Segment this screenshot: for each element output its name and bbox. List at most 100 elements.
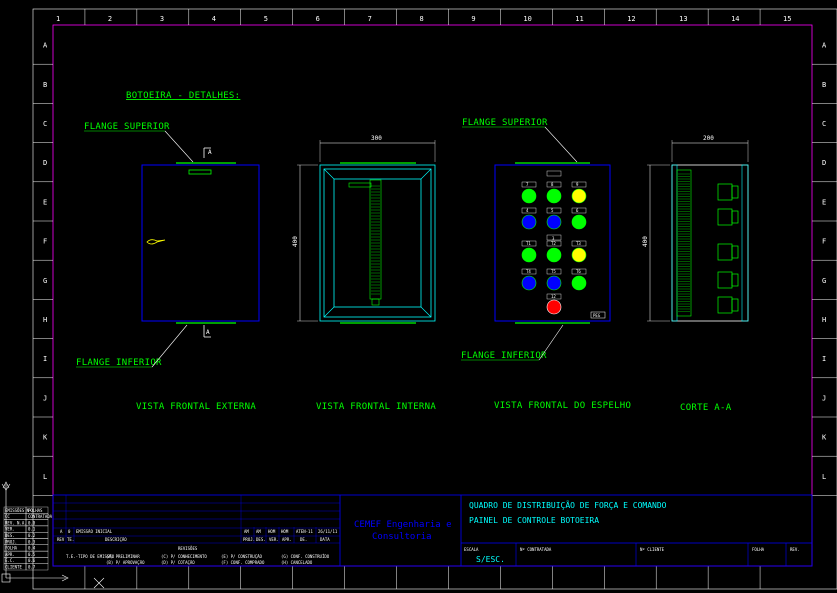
row-label-left: A bbox=[43, 42, 48, 50]
tag-box bbox=[546, 170, 562, 177]
col-label-top: 4 bbox=[212, 15, 216, 23]
rev-row-desc: EMISSÃO INICIAL bbox=[76, 529, 113, 534]
tag-box bbox=[546, 207, 562, 214]
label-vista-externa: VISTA FRONTAL EXTERNA bbox=[136, 402, 256, 412]
dim-height-value: 400 bbox=[292, 236, 299, 247]
rev-header-te: TE. bbox=[67, 537, 74, 542]
pushbutton-icon bbox=[571, 188, 587, 204]
tag-label: 6 bbox=[576, 208, 579, 213]
pushbutton-icon bbox=[571, 247, 587, 263]
col-label-top: 14 bbox=[731, 15, 739, 23]
row-label-right: I bbox=[822, 355, 826, 363]
tag-label: 7 bbox=[526, 182, 529, 187]
left-table-key: PROJ. bbox=[5, 539, 17, 544]
col-label-top: 13 bbox=[679, 15, 687, 23]
leader-flange-inferior-2 bbox=[538, 324, 564, 361]
pushbutton-icon bbox=[521, 188, 537, 204]
mirror-panel-outline bbox=[494, 164, 611, 322]
rev-row-des: AM bbox=[256, 529, 261, 534]
pushbutton-icon bbox=[571, 214, 587, 230]
rev-row-rev: A bbox=[60, 529, 63, 534]
legend-3: (C) P/ CONHECIMENTO bbox=[161, 554, 207, 559]
pushbutton-icon bbox=[571, 275, 587, 291]
legend-4: (D) P/ COTAÇÃO bbox=[161, 560, 195, 565]
tag-box bbox=[546, 181, 562, 188]
section-mark-top-letter: A bbox=[208, 149, 212, 156]
tag-label: 9 bbox=[576, 182, 579, 187]
row-label-left: E bbox=[43, 198, 47, 206]
row-label-right: B bbox=[822, 81, 826, 89]
leader-flange-inferior-1 bbox=[151, 324, 188, 368]
label-flange-inferior-1: FLANGE INFERIOR bbox=[76, 358, 162, 368]
left-table-val: 0.3 bbox=[28, 539, 36, 544]
left-table-key: APR. bbox=[5, 552, 15, 557]
rev-header-des: DES. bbox=[256, 537, 266, 542]
label-flange-inferior-2: FLANGE INFERIOR bbox=[461, 351, 547, 361]
left-table-key: FOLHA bbox=[5, 546, 18, 551]
title-block: A 0 EMISSÃO INICIAL AM AM HOM HOM ATEN-1… bbox=[52, 494, 813, 567]
label-vista-interna: VISTA FRONTAL INTERNA bbox=[316, 402, 436, 412]
tag-box bbox=[571, 181, 587, 188]
tag-box bbox=[546, 234, 562, 241]
row-label-left: H bbox=[43, 316, 47, 324]
tag-peg: PEG bbox=[593, 313, 601, 318]
dim-width-value: 300 bbox=[371, 135, 382, 142]
row-label-right: K bbox=[822, 434, 827, 442]
label-corte: CORTE A-A bbox=[680, 403, 732, 413]
col-label-top: 9 bbox=[471, 15, 475, 23]
left-table-val: CONTRATADA bbox=[28, 514, 53, 519]
mounting-plate bbox=[333, 178, 422, 308]
left-table-cell bbox=[25, 563, 49, 571]
tag-label: 3 bbox=[552, 236, 555, 241]
leader-flange-superior-1 bbox=[164, 130, 194, 163]
din-rail-label bbox=[348, 182, 372, 188]
title-line2: PAINEL DE CONTROLE BOTOEIRA bbox=[469, 516, 599, 525]
tag-box bbox=[571, 268, 587, 275]
col-label-top: 7 bbox=[368, 15, 372, 23]
row-label-left: J bbox=[43, 394, 47, 402]
left-table-val: 0.6 bbox=[28, 558, 36, 563]
section-button-head bbox=[731, 245, 739, 259]
tag-label: 8 bbox=[551, 182, 554, 187]
tag-label: 5 bbox=[551, 208, 554, 213]
tag-label: T2 bbox=[551, 241, 556, 246]
left-table-key: DES. bbox=[5, 533, 15, 538]
row-label-left: I bbox=[43, 355, 47, 363]
section-pushbuttons bbox=[717, 183, 739, 314]
row-label-left: L bbox=[43, 473, 47, 481]
left-table-key: EMISSÕES Nº bbox=[5, 508, 32, 513]
row-label-left: D bbox=[43, 159, 47, 167]
section-button-head bbox=[731, 273, 739, 287]
tag-label: T5 bbox=[551, 269, 556, 274]
enclosure-flange bbox=[323, 168, 432, 318]
left-table-val: 0.4 bbox=[28, 546, 36, 551]
rev-row-apr: HOM bbox=[281, 529, 289, 534]
label-vista-espelho: VISTA FRONTAL DO ESPELHO bbox=[494, 401, 631, 411]
row-label-right: A bbox=[822, 42, 827, 50]
left-table-val: 0.2 bbox=[28, 533, 36, 538]
row-label-right: D bbox=[822, 159, 826, 167]
terminal-blocks bbox=[371, 185, 380, 295]
rev-label: REV. bbox=[790, 547, 800, 552]
col-label-top: 8 bbox=[420, 15, 424, 23]
col-label-top: 10 bbox=[523, 15, 531, 23]
pushbutton-icon bbox=[521, 247, 537, 263]
legend-7: (G) CONF. CONSTRUÍDO bbox=[281, 554, 330, 559]
enclosure-outer bbox=[319, 164, 436, 322]
sheet-outer-border bbox=[32, 8, 837, 590]
pushbutton-icon bbox=[546, 188, 562, 204]
cliente-label: Nº CLIENTE bbox=[640, 547, 665, 552]
left-table-val: 0.1 bbox=[28, 527, 36, 532]
pushbutton-icon bbox=[546, 214, 562, 230]
view-frontal-interna: 300 400 bbox=[292, 135, 436, 324]
escala-label: ESCALA bbox=[464, 547, 479, 552]
legend-8: (H) CANCELADO bbox=[281, 560, 313, 565]
section-button-head bbox=[731, 185, 739, 199]
label-flange-superior-2: FLANGE SUPERIOR bbox=[462, 118, 548, 128]
company-line2: Consultoria bbox=[372, 532, 432, 542]
section-terminal-lines bbox=[678, 173, 690, 312]
